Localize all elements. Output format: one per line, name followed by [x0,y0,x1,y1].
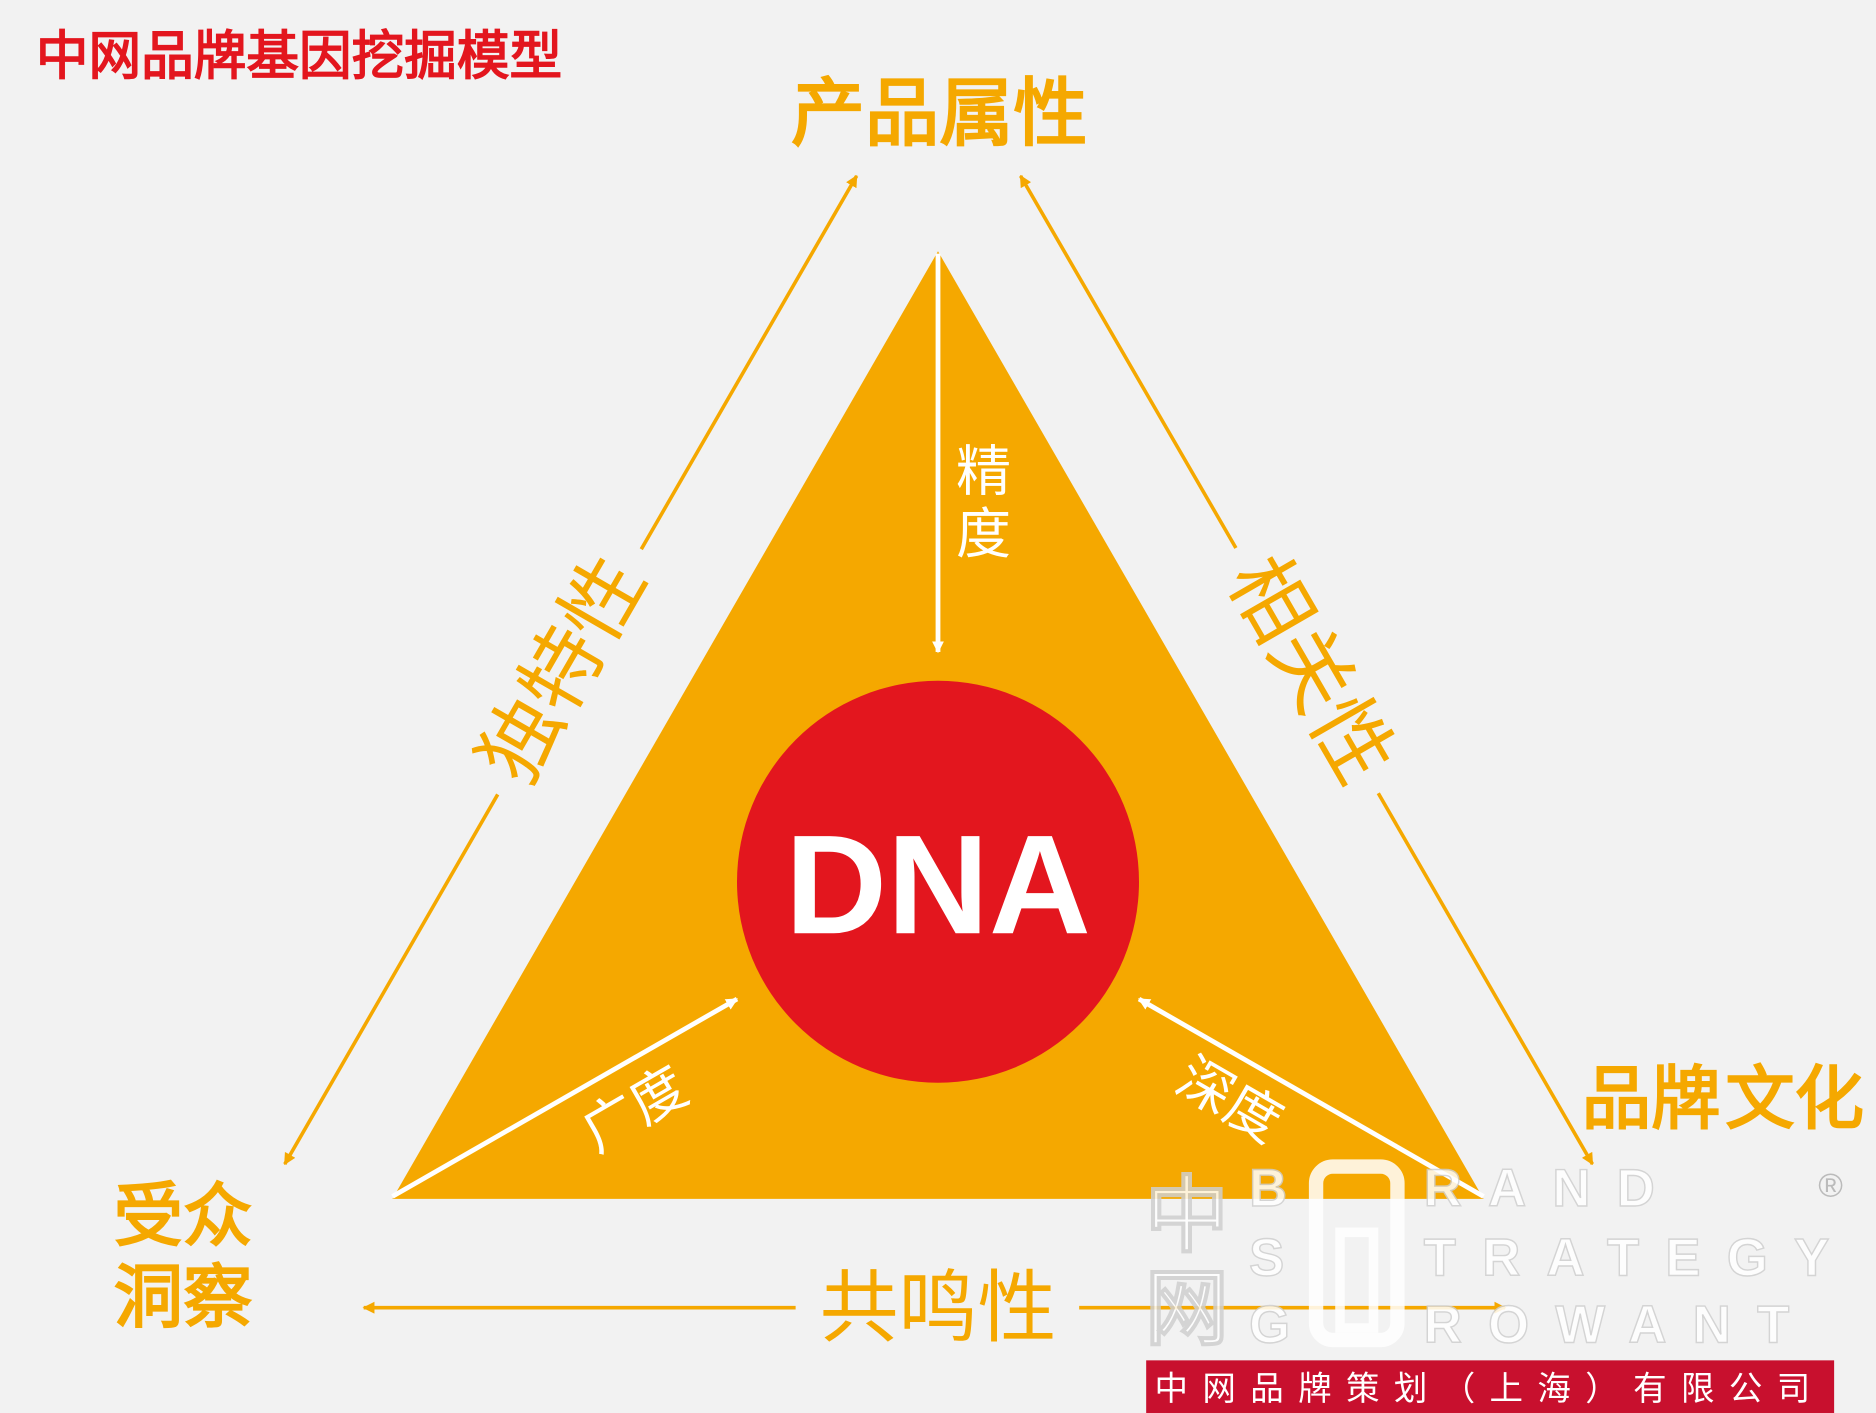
left-edge-arrow-up [639,174,859,551]
right-edge-arrow-up [1019,174,1238,549]
company-watermark: 中 网 B RAND S TRATEGY G ROWANT ® 中网品牌策划（上… [1144,1158,1856,1413]
depth-arrow [1137,996,1485,1199]
watermark-en-b: B [1249,1159,1313,1218]
watermark-logo-cn-2: 网 [1145,1262,1229,1356]
company-banner [1146,1360,1835,1413]
breadth-arrow [391,996,739,1199]
precision-label-2: 度 [956,502,1011,566]
watermark-en-rowant: ROWANT [1424,1295,1816,1354]
watermark-en-trategy: TRATEGY [1424,1228,1856,1287]
edge-bottom-label: 共鸣性 [820,1262,1057,1354]
corner-bottom-right-line1: 品牌 [1582,1059,1721,1139]
diagram-title: 中网品牌基因挖掘模型 [36,26,562,87]
right-edge-arrow-down [1376,792,1595,1166]
corner-bottom-left-line2: 洞察 [114,1258,253,1338]
corner-bottom-left-line1: 受众 [114,1177,253,1257]
watermark-en-s: S [1249,1228,1310,1287]
precision-label-1: 精 [956,440,1011,504]
registered-mark: ® [1818,1167,1843,1204]
watermark-en-rand: RAND [1424,1159,1681,1218]
dna-label: DNA [785,805,1091,963]
watermark-logo-cn-1: 中 [1145,1168,1229,1262]
corner-top-label: 产品属性 [791,71,1088,157]
watermark-logo-mark-inner [1335,1227,1379,1333]
corner-bottom-right-line2: 文化 [1725,1059,1864,1139]
watermark-en-g: G [1249,1295,1316,1354]
dna-circle [737,680,1139,1083]
company-name: 中网品牌策划（上海）有限公司 [1155,1369,1825,1408]
left-edge-arrow-down [283,793,500,1166]
watermark-logo-mark [1308,1159,1405,1348]
